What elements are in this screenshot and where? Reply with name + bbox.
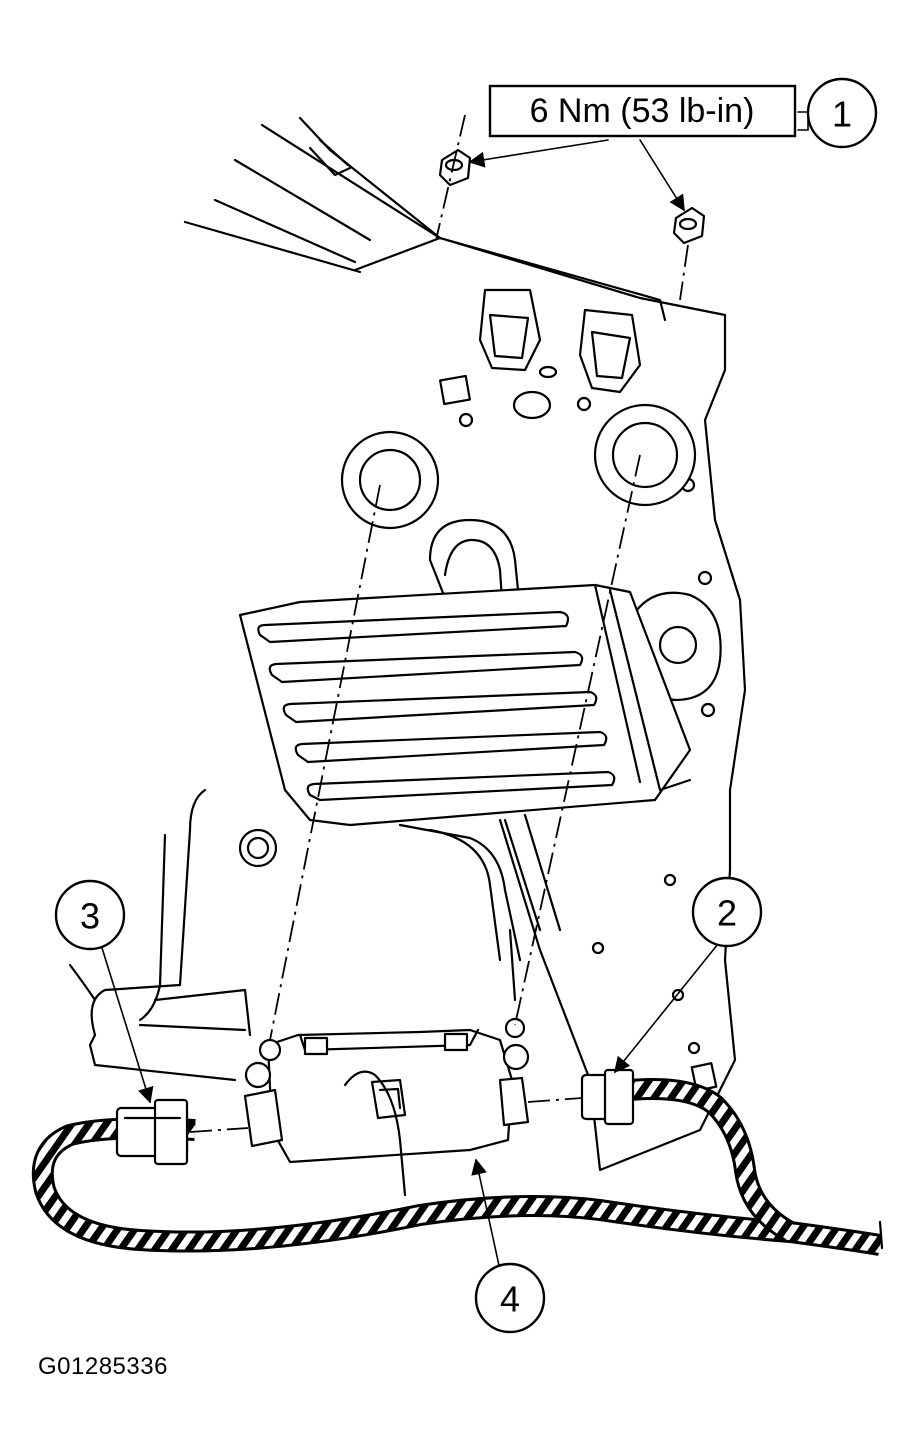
nuts (438, 148, 706, 245)
wire-harness (31, 1078, 884, 1256)
mounting-bracket (238, 236, 747, 1172)
callout-4-label: 4 (500, 1279, 520, 1320)
upper-cables (183, 116, 442, 274)
lower-support (68, 788, 562, 1082)
callout-2: 2 (691, 876, 763, 948)
torque-spec-label: 6 Nm (53 lb-in) (488, 84, 797, 138)
connector-2 (580, 1068, 635, 1126)
callout-3-label: 3 (80, 896, 100, 937)
callout-2-label: 2 (717, 893, 737, 934)
callout-leaders (101, 111, 809, 1271)
callout-4: 4 (474, 1262, 546, 1334)
callout-3: 3 (54, 879, 126, 951)
alignment-lines (189, 114, 689, 1133)
torque-spec-text: 6 Nm (53 lb-in) (530, 92, 755, 130)
figure-id: G01285336 (38, 1353, 168, 1380)
sensor-module (243, 1017, 530, 1197)
ribbed-module (238, 583, 692, 827)
callout-1-label: 1 (832, 94, 852, 135)
callout-1: 1 (806, 77, 878, 149)
connector-3 (115, 1098, 189, 1166)
